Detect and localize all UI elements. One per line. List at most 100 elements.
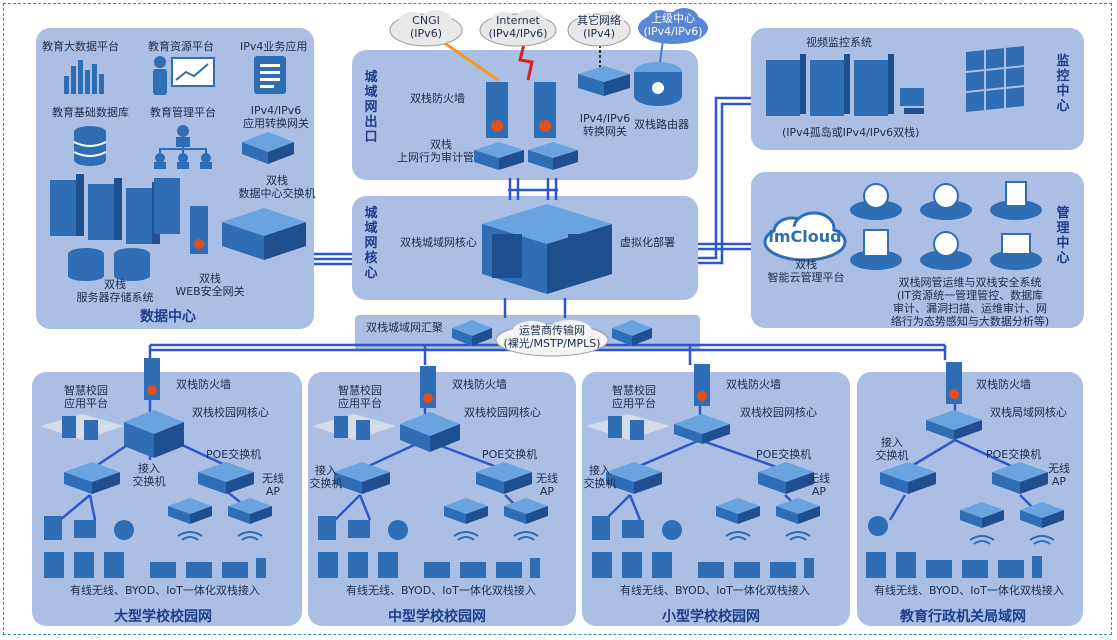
campus-small-wireless-ap-icon [716,498,820,541]
exit-title: 城域网出口 [364,70,378,145]
imcloud-icon [763,211,847,262]
gw-label-2: 应用转换网关 [243,117,309,130]
gateway-device-icon [242,132,294,164]
agg-switch-left-icon [452,320,492,346]
audit-label-2: 上网行为审计管理 [397,151,485,164]
gw-label-1: IPv4/IPv6 [250,104,302,117]
imc-label-1: 双栈 [795,258,817,271]
campus-small-core-label: 双栈校园网核心 [740,406,817,419]
campus-panel-admin [857,372,1083,626]
audit-device-1-icon [474,142,524,170]
campus-medium-fw-label: 双栈防火墙 [452,378,507,391]
server-cluster-icon [50,174,180,281]
campus-medium-access-label-2: 交换机 [309,477,343,490]
waf-label-1: 双栈 [199,272,221,285]
campus-large-firewall-icon [144,358,160,400]
imcloud-logo: imCloud [768,227,842,246]
campus-large-fw-label: 双栈防火墙 [176,378,231,391]
campus-small-title: 小型学校校园网 [662,609,760,625]
video-server-icon [766,54,924,116]
campus-large-app-label-2: 应用平台 [64,397,108,410]
document-icon [254,56,286,94]
diagram-frame [3,3,1112,635]
campus-medium-access-label-1: 接入 [315,464,337,477]
campus-large-core-icon [124,410,184,458]
core-title: 城域网核心 [364,206,378,281]
campus-small-access-label-2: 交换机 [583,477,617,490]
campus-panel-medium [308,372,576,626]
datacenter-title: 数据中心 [140,309,196,325]
campus-admin-ap-label-1: 无线 [1048,462,1070,475]
imc-label-2: 智能云管理平台 [767,271,845,284]
campus-small-poe-label: POE交换机 [756,448,812,461]
campus-medium-ap-label-1: 无线 [536,472,558,485]
waf-firewall-icon [190,206,208,254]
campus-small-app-server-icon [586,414,670,440]
campus-large-core-label: 双栈校园网核心 [192,406,269,419]
campus-medium-footer: 有线无线、BYOD、IoT一体化双栈接入 [346,584,536,597]
database-icon [73,126,107,166]
campus-medium-core-label: 双栈校园网核心 [464,406,541,419]
campus-medium-poe-label: POE交换机 [482,448,538,461]
campus-medium-app-server-icon [312,414,396,440]
presenter-icon [153,56,215,95]
ipv4app-label: IPv4业务应用 [240,40,308,53]
campus-small-footer: 有线无线、BYOD、IoT一体化双栈接入 [620,584,810,597]
core-switch-icon [482,204,612,294]
dual-stack-router-icon [634,62,682,106]
audit-label-1: 双栈 [430,138,452,151]
agg-switch-right-icon [612,320,652,346]
cngi-label-2: (IPv6) [410,27,442,40]
campus-admin-core-label: 双栈局域网核心 [990,406,1067,419]
video-wall-icon [965,46,1025,112]
campus-admin-poe-label: POE交换机 [986,448,1042,461]
other-network-cloud-icon [567,11,631,47]
upper-center-label-2: (IPv4/IPv6) [643,25,703,38]
campus-small-endpoints-icon [592,516,814,578]
campus-medium-wireless-ap-icon [444,498,548,541]
conv-label-1: IPv4/IPv6 [579,112,631,125]
conversion-gateway-icon [578,66,630,96]
management-tools-icon [850,181,1042,270]
dcsw-label-1: 双栈 [266,174,288,187]
waf-label-2: WEB安全网关 [175,285,245,298]
manage-desc-4: 络行为态势感知与大数据分析等) [890,315,1050,328]
campus-admin-core-icon [926,410,982,440]
other-network-label-2: (IPv4) [583,27,615,40]
campus-small-core-icon [674,414,730,444]
campus-large-title: 大型学校校园网 [114,609,212,625]
monitor-note: (IPv4孤岛或IPv4/IPv6双栈) [782,126,920,139]
campus-small-access-label-1: 接入 [589,464,611,477]
srv-label-2: 服务器存储系统 [76,291,154,304]
internet-label-2: (IPv4/IPv6) [488,27,548,40]
campus-small-app-label-1: 智慧校园 [612,384,656,397]
campus-small-poe-switch-icon [758,462,814,494]
campus-large-access-label-2: 交换机 [132,475,166,488]
campus-large-poe-label: POE交换机 [206,448,262,461]
campus-small-ap-label-1: 无线 [808,472,830,485]
audit-device-2-icon [528,142,578,170]
campus-admin-footer: 有线无线、BYOD、IoT一体化双栈接入 [874,584,1064,597]
router-label: 双栈路由器 [634,118,689,131]
manage-title: 管理中心 [1056,206,1070,266]
campus-medium-title: 中型学校校园网 [388,609,486,625]
campus-medium-app-label-1: 智慧校园 [338,384,382,397]
campus-admin-access-label-1: 接入 [881,436,903,449]
campus-small-firewall-icon [694,364,710,406]
mgmt-label: 教育管理平台 [150,106,216,119]
exit-firewall-label: 双栈防火墙 [410,92,465,105]
agg-label: 双栈城域网汇聚 [366,321,443,334]
carrier-label-1: 运营商传输网 [519,324,585,337]
campus-medium-firewall-icon [420,366,436,408]
internet-cloud-icon [479,10,557,47]
srv-label-1: 双栈 [104,278,126,291]
core-label: 双栈城域网核心 [400,236,477,249]
campus-admin-access-switch-icon [880,462,936,494]
campus-admin-ap-label-2: AP [1051,475,1067,488]
internet-label-1: Internet [496,14,540,27]
campus-large-app-label-1: 智慧校园 [64,384,108,397]
campus-small-ap-label-2: AP [811,485,827,498]
campus-large-wireless-ap-icon [168,498,272,541]
campus-small-fw-label: 双栈防火墙 [726,378,781,391]
upper-center-cloud-icon [638,8,708,44]
